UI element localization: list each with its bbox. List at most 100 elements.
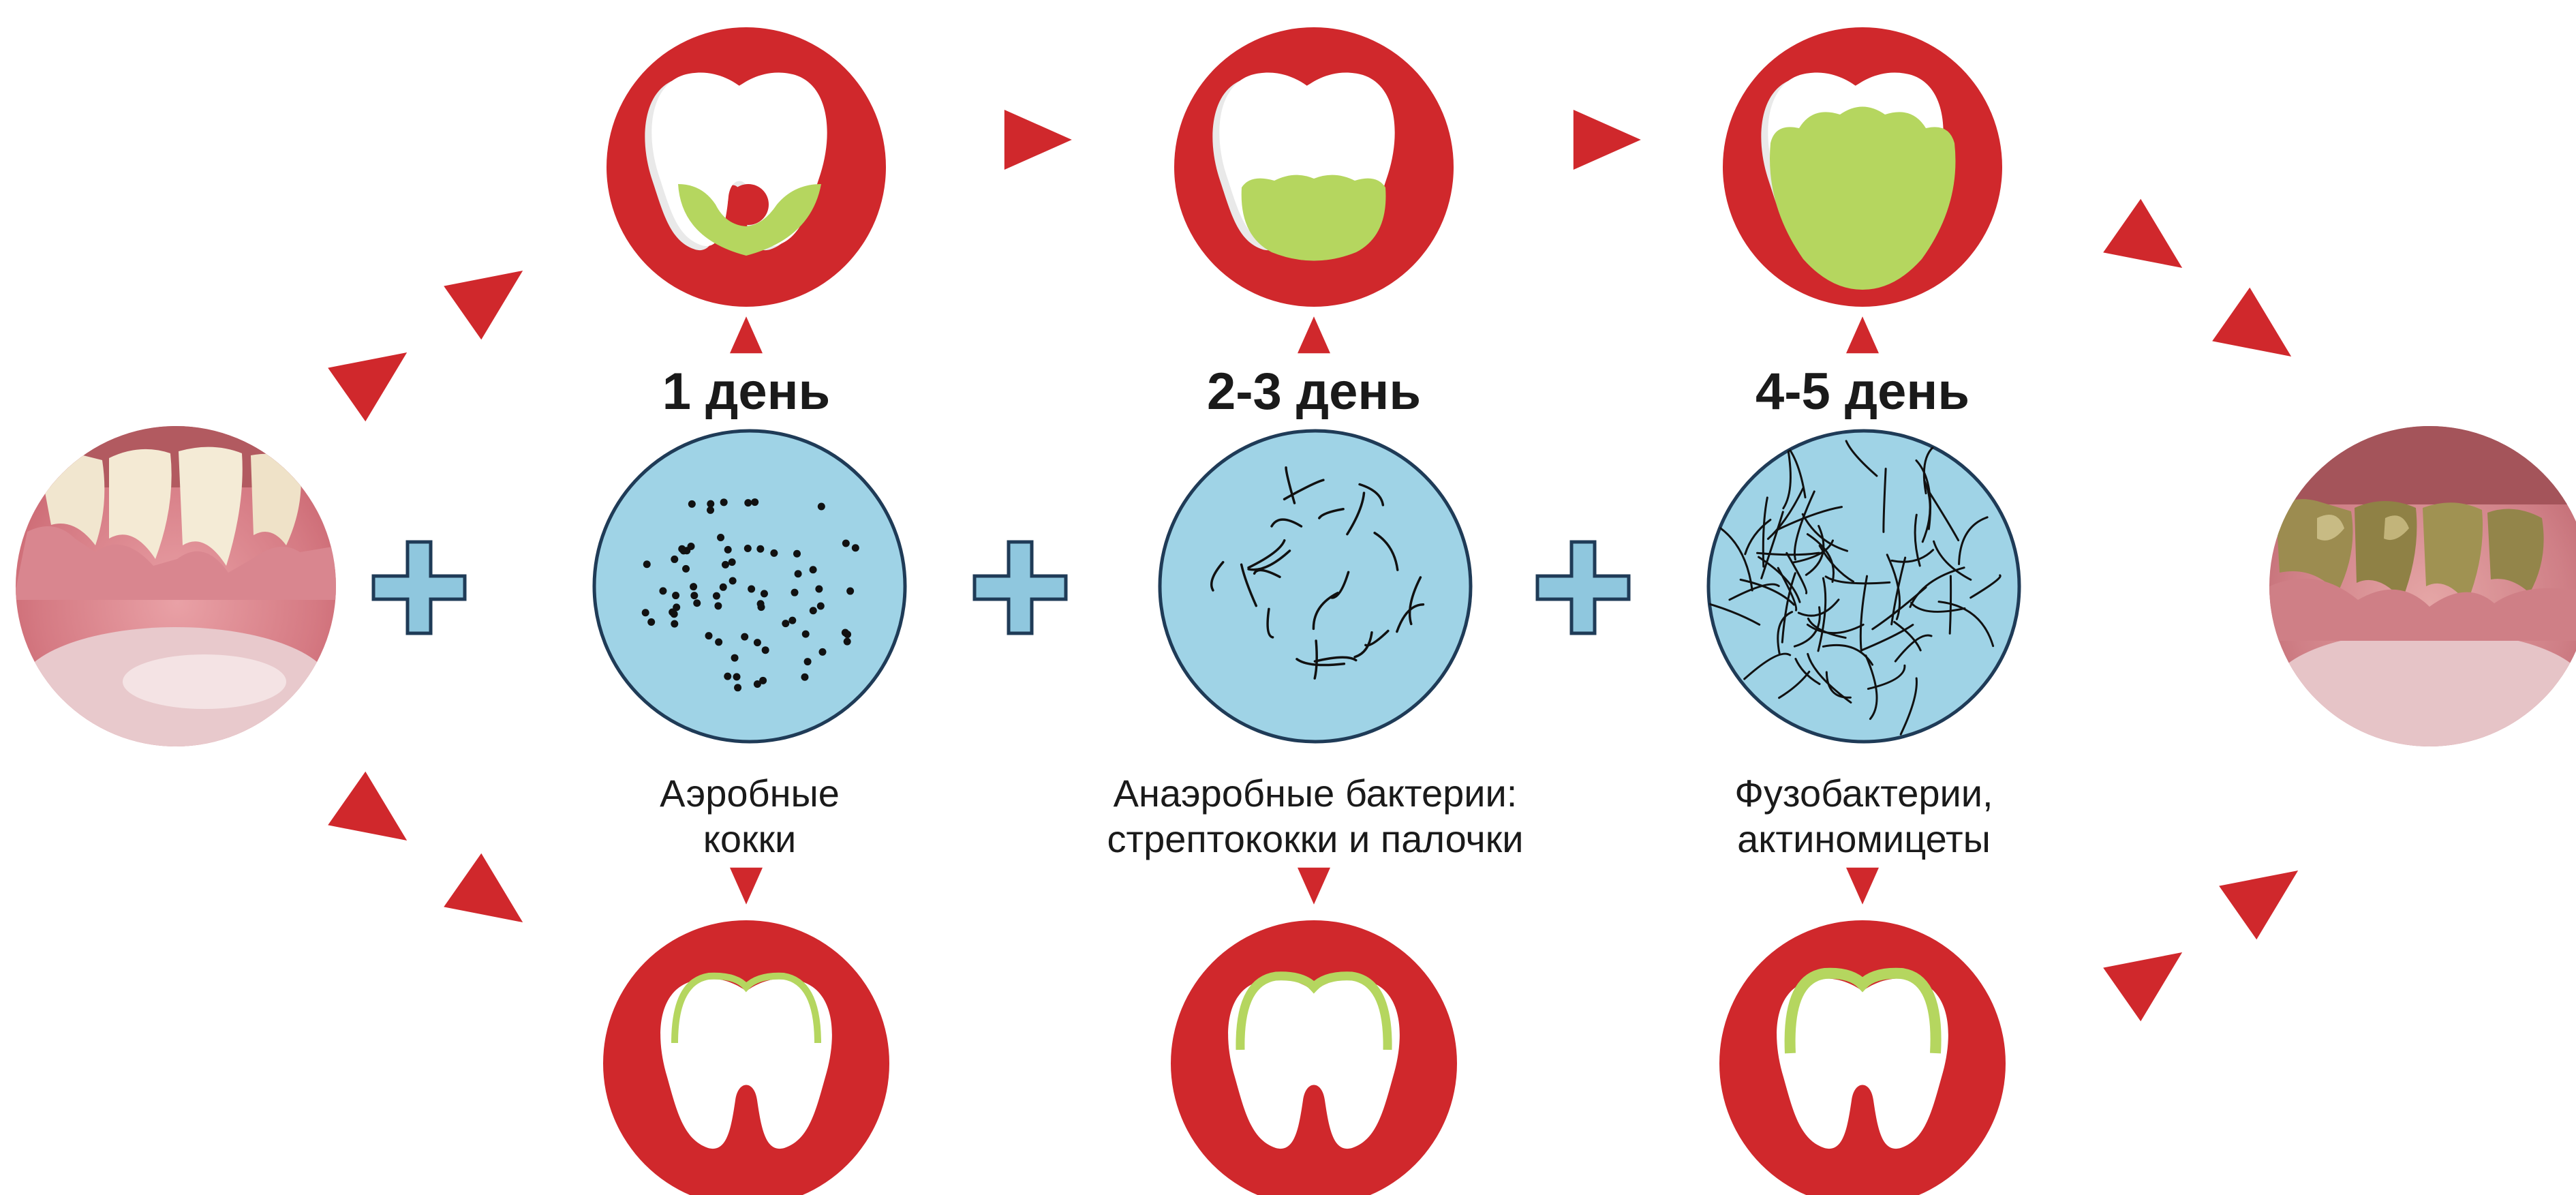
arrow-up-right-icon (2103, 926, 2201, 1022)
coccus-dot (756, 545, 764, 553)
coccus-dot (844, 631, 851, 638)
tartar-teeth-photo (2266, 423, 2576, 750)
stage-title: 2-3 день (1207, 363, 1421, 421)
arrow-down-right-icon (2212, 288, 2310, 384)
coccus-dot (795, 570, 802, 577)
coccus-dot (762, 646, 769, 654)
arrow-right-icon (1005, 110, 1072, 170)
arrow-down-right-icon (444, 853, 542, 950)
coccus-dot (748, 585, 755, 592)
coccus-dot (729, 558, 736, 566)
stage-2: 2-3 день Анаэробные бактерии: стрептокок… (1107, 27, 1523, 1195)
tooth-film-icon (1171, 920, 1457, 1195)
coccus-dot (782, 620, 789, 627)
microscope-view-filaments (1695, 431, 2019, 742)
bacteria-caption: Фузобактерии, (1734, 772, 1993, 815)
coccus-dot (688, 500, 696, 508)
coccus-dot (846, 588, 854, 595)
tooth-plaque-medium-icon (1174, 27, 1454, 307)
coccus-dot (810, 607, 817, 614)
coccus-dot (671, 610, 678, 618)
coccus-dot (844, 638, 851, 646)
coccus-dot (647, 618, 655, 626)
coccus-dot (688, 543, 695, 550)
coccus-dot (802, 631, 810, 638)
coccus-dot (720, 584, 727, 591)
arrow-down-right-icon (2103, 199, 2201, 295)
coccus-dot (672, 592, 679, 599)
bacteria-caption: Аэробные (660, 772, 840, 815)
coccus-dot (671, 556, 678, 563)
coccus-dot (741, 633, 748, 641)
coccus-dot (754, 639, 761, 646)
coccus-dot (751, 498, 758, 506)
tooth-film-icon (603, 920, 889, 1195)
coccus-dot (717, 534, 724, 541)
coccus-dot (759, 677, 767, 684)
coccus-dot (788, 617, 796, 624)
arrow-up-right-icon (444, 244, 542, 340)
stage-1: 1 день Аэробные кокки (594, 27, 905, 1195)
coccus-dot (842, 540, 850, 547)
coccus-dot (744, 545, 752, 552)
coccus-dot (705, 632, 713, 639)
coccus-dot (761, 590, 768, 597)
coccus-dot (793, 550, 801, 558)
coccus-dot (724, 546, 732, 554)
coccus-dot (804, 658, 812, 665)
plus-icon (1537, 542, 1629, 633)
coccus-dot (810, 566, 817, 573)
arrow-up-icon (1846, 316, 1879, 353)
coccus-dot (722, 561, 729, 569)
coccus-dot (724, 673, 731, 680)
healthy-gums-photo (14, 423, 341, 750)
plus-icon (373, 542, 465, 633)
coccus-dot (815, 586, 823, 593)
coccus-dot (852, 544, 859, 551)
arrow-up-right-icon (328, 326, 426, 422)
microscope-view-rods (1160, 431, 1471, 742)
stage-title: 4-5 день (1755, 363, 1969, 421)
coccus-dot (817, 602, 825, 609)
coccus-dot (690, 583, 697, 590)
coccus-dot (682, 565, 690, 573)
arrow-down-right-icon (328, 772, 426, 868)
arrow-down-icon (1846, 868, 1879, 905)
coccus-dot (673, 603, 680, 611)
tooth-film-icon (1719, 920, 2006, 1195)
stage-title: 1 день (662, 363, 831, 421)
coccus-dot (707, 500, 714, 508)
coccus-dot (671, 620, 678, 628)
coccus-dot (818, 648, 826, 656)
bacteria-caption: Анаэробные бактерии: (1114, 772, 1518, 815)
stage-3: 4-5 день Фузобактерии, актиномицеты (1695, 27, 2019, 1195)
coccus-dot (715, 638, 722, 646)
arrow-up-icon (730, 316, 763, 353)
arrow-down-icon (1298, 868, 1330, 905)
tooth-plaque-large-icon (1723, 27, 2002, 307)
bacteria-caption: стрептококки и палочки (1107, 817, 1523, 860)
arrow-up-icon (1298, 316, 1330, 353)
coccus-dot (714, 602, 722, 609)
arrow-up-right-icon (2219, 844, 2317, 940)
coccus-dot (713, 592, 720, 600)
coccus-dot (801, 674, 808, 681)
coccus-dot (734, 684, 741, 691)
coccus-dot (642, 609, 649, 616)
tooth-plaque-small-icon (607, 27, 886, 307)
coccus-dot (678, 545, 686, 553)
arrow-down-icon (730, 868, 763, 905)
coccus-dot (733, 673, 741, 680)
coccus-dot (643, 560, 651, 568)
arrow-right-icon (1574, 110, 1641, 170)
coccus-dot (690, 592, 698, 599)
microscope-view-cocci (594, 431, 905, 742)
coccus-dot (731, 654, 739, 662)
coccus-dot (818, 503, 825, 511)
plus-icon (975, 542, 1066, 633)
coccus-dot (693, 599, 701, 607)
coccus-dot (729, 577, 737, 585)
coccus-dot (744, 499, 752, 506)
bacteria-caption: кокки (703, 817, 797, 860)
